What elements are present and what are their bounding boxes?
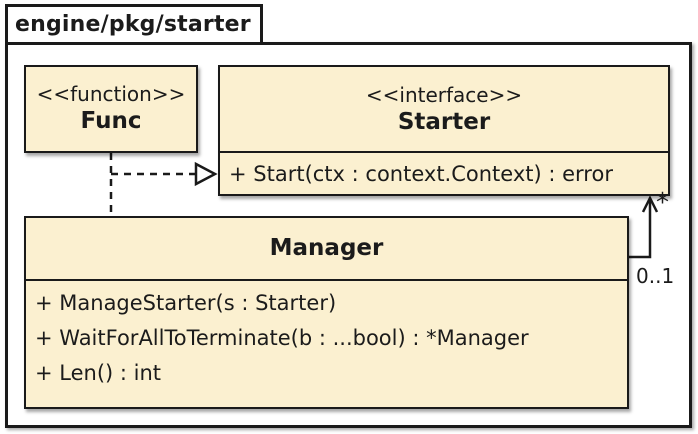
class-manager-header: Manager	[26, 218, 627, 279]
class-starter-header: <<interface>> Starter	[220, 67, 668, 151]
package-tab: engine/pkg/starter	[5, 4, 263, 45]
class-starter-methods: + Start(ctx : context.Context) : error	[220, 151, 668, 194]
method-len: + Len() : int	[35, 360, 162, 385]
multiplicity-star-label: *	[656, 188, 669, 218]
class-manager: Manager + ManageStarter(s : Starter) + W…	[24, 216, 629, 409]
class-func-header: <<function>> Func	[26, 67, 196, 150]
class-func-stereotype: <<function>>	[36, 82, 186, 106]
class-func-name: Func	[80, 108, 142, 134]
method-managestarter: + ManageStarter(s : Starter)	[35, 290, 337, 315]
class-starter-stereotype: <<interface>>	[365, 82, 523, 107]
multiplicity-0-1-label: 0..1	[636, 264, 675, 288]
class-manager-name: Manager	[269, 234, 384, 261]
method-start: + Start(ctx : context.Context) : error	[229, 161, 613, 186]
method-waitforalltoterminate: + WaitForAllToTerminate(b : ...bool) : *…	[35, 325, 529, 350]
package-name: engine/pkg/starter	[15, 12, 251, 37]
class-starter-name: Starter	[397, 108, 491, 135]
class-manager-methods: + ManageStarter(s : Starter) + WaitForAl…	[26, 278, 627, 408]
class-func: <<function>> Func	[24, 65, 198, 153]
class-starter: <<interface>> Starter + Start(ctx : cont…	[218, 65, 670, 196]
